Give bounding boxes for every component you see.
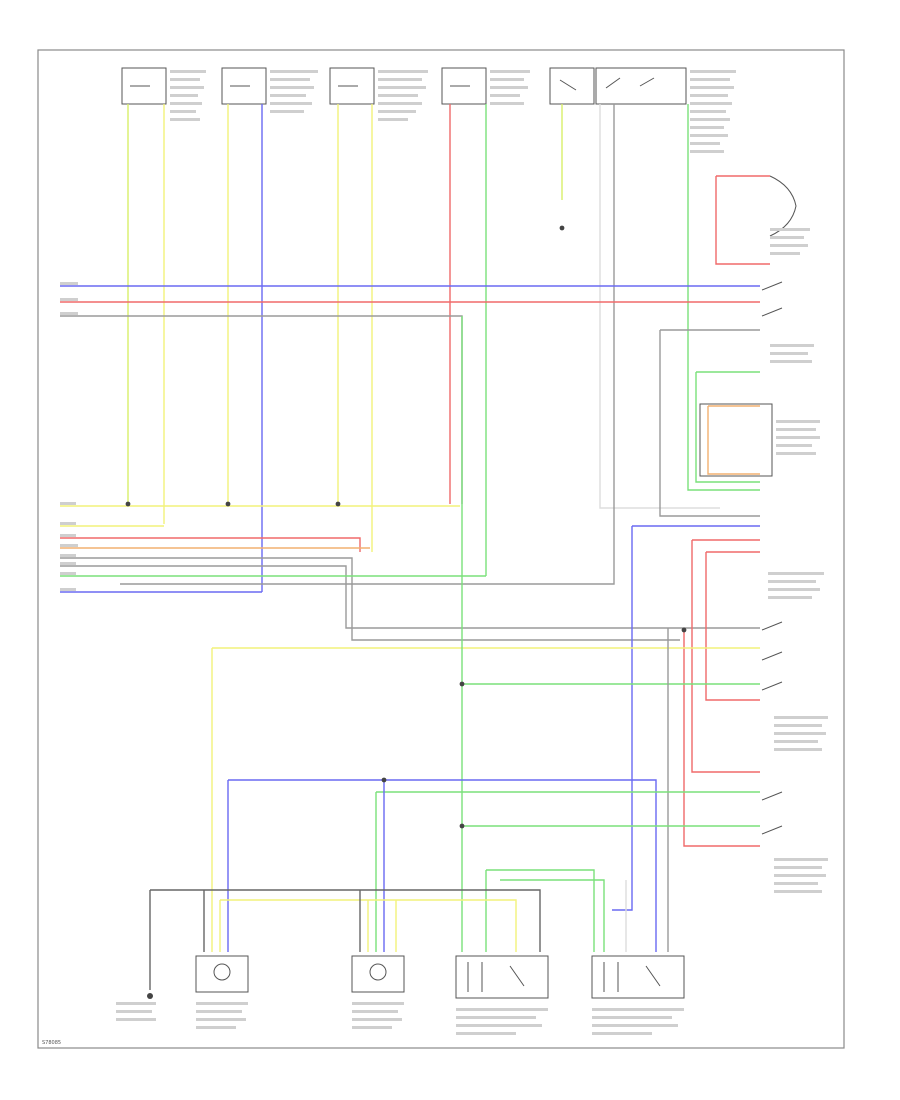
splice-dot [681,627,687,633]
wire-yellow [219,899,517,952]
wire-black [149,889,541,990]
wire-orange [707,405,760,475]
wire-white [599,104,720,509]
sensor-symbol [213,963,231,981]
wire-green [500,879,605,952]
splice-points [125,225,687,999]
splice-dot [381,777,387,783]
wire-green [375,791,760,952]
vertical-wires [120,104,760,592]
wire-grey-bus [60,565,760,629]
wire-red [683,630,760,847]
splice-dot [225,501,231,507]
wire-grey [659,329,760,517]
sensor-symbol [369,963,387,981]
wire-grey-bus [60,315,463,504]
module-box [549,67,595,105]
module-box [121,67,167,105]
bottom-components [195,955,685,999]
switch-box [591,955,685,999]
wire-red [691,539,760,773]
wire-blue [227,779,657,952]
wire-black [203,890,361,952]
wire-green [687,104,760,491]
sensor-box [351,955,405,993]
wire-green [485,869,595,952]
label-marks [60,70,828,1035]
wire-blue [612,525,760,911]
wire-grey-bus [60,557,680,641]
module-box [329,67,375,105]
splice-dot [559,225,565,231]
diagram-code: S78085 [42,1040,61,1046]
ground-symbol [147,993,153,999]
splice-dot [459,681,465,687]
module-box [441,67,487,105]
relay-box [595,67,687,105]
switch-contacts [761,281,783,835]
motor-symbol [769,175,797,237]
bus-wires [60,285,760,641]
splice-dot [125,501,131,507]
module-box [221,67,267,105]
wire-green [695,371,760,483]
top-modules [121,67,687,105]
splice-dot [335,501,341,507]
sensor-box [195,955,249,993]
splice-dot [459,823,465,829]
right-components [699,175,797,835]
wire-grey [120,104,615,585]
lower-wiring [149,779,760,990]
switch-symbol [467,962,661,992]
actuator-box [699,403,773,477]
wire-red [705,551,760,701]
right-wiring [211,175,770,952]
diagram-frame [37,49,845,1049]
switch-symbol [559,77,655,91]
wire-red [715,175,770,265]
switch-box [455,955,549,999]
wire-red-bus [60,537,361,552]
